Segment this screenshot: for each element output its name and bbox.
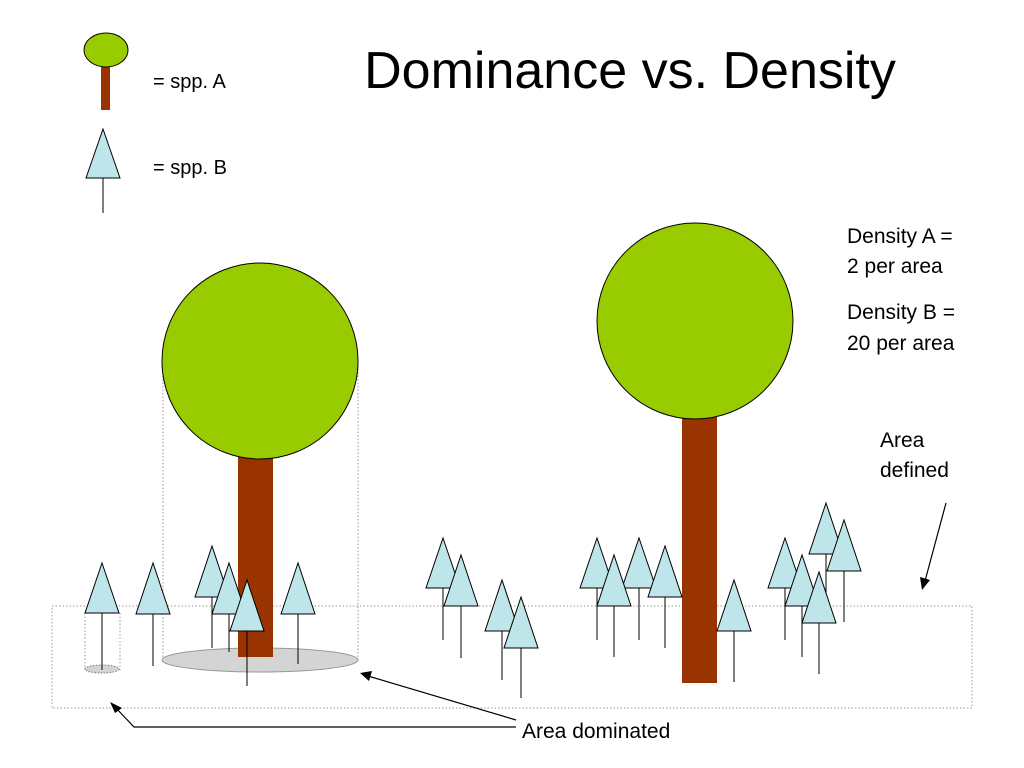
conifer-tree <box>443 553 479 658</box>
conifer-trees-species-b <box>84 501 862 698</box>
conifer-tree <box>579 536 615 640</box>
conifer-tree <box>596 553 632 657</box>
conifer-tree <box>647 544 683 648</box>
legend-species-b-label: = spp. B <box>153 157 227 179</box>
density-b-line2: 20 per area <box>847 332 955 355</box>
conifer-tree <box>503 595 539 698</box>
area-defined-label-line2: defined <box>880 459 949 482</box>
conifer-tree <box>135 561 171 666</box>
conifer-tree <box>716 578 752 682</box>
tree-species-a-right <box>596 222 794 683</box>
density-a-line2: 2 per area <box>847 255 943 278</box>
density-a-line1: Density A = <box>847 225 953 248</box>
conifer-tree <box>84 561 120 670</box>
legend-species-a-icon <box>83 32 129 110</box>
conifer-tree <box>194 544 230 648</box>
conifer-tree <box>425 536 461 640</box>
conifer-tree <box>767 536 803 640</box>
area-defined-label-line1: Area <box>880 429 925 452</box>
area-defined-arrow <box>920 502 947 590</box>
conifer-tree <box>801 570 837 674</box>
legend-species-b-icon <box>85 127 121 213</box>
conifer-tree <box>280 561 316 664</box>
conifer-tree <box>484 578 520 680</box>
conifer-tree <box>229 578 265 686</box>
conifer-tree <box>784 553 820 657</box>
tree-species-a-left <box>161 262 359 657</box>
area-dominated-arrows <box>110 671 517 728</box>
density-b-line1: Density B = <box>847 301 955 324</box>
conifer-tree <box>621 536 657 640</box>
conifer-tree <box>211 561 247 652</box>
legend-species-a-label: = spp. A <box>153 71 226 93</box>
defined-area-box <box>51 605 973 709</box>
area-dominated-label: Area dominated <box>522 720 670 743</box>
conifer-tree <box>826 518 862 622</box>
page-title: Dominance vs. Density <box>364 42 896 100</box>
